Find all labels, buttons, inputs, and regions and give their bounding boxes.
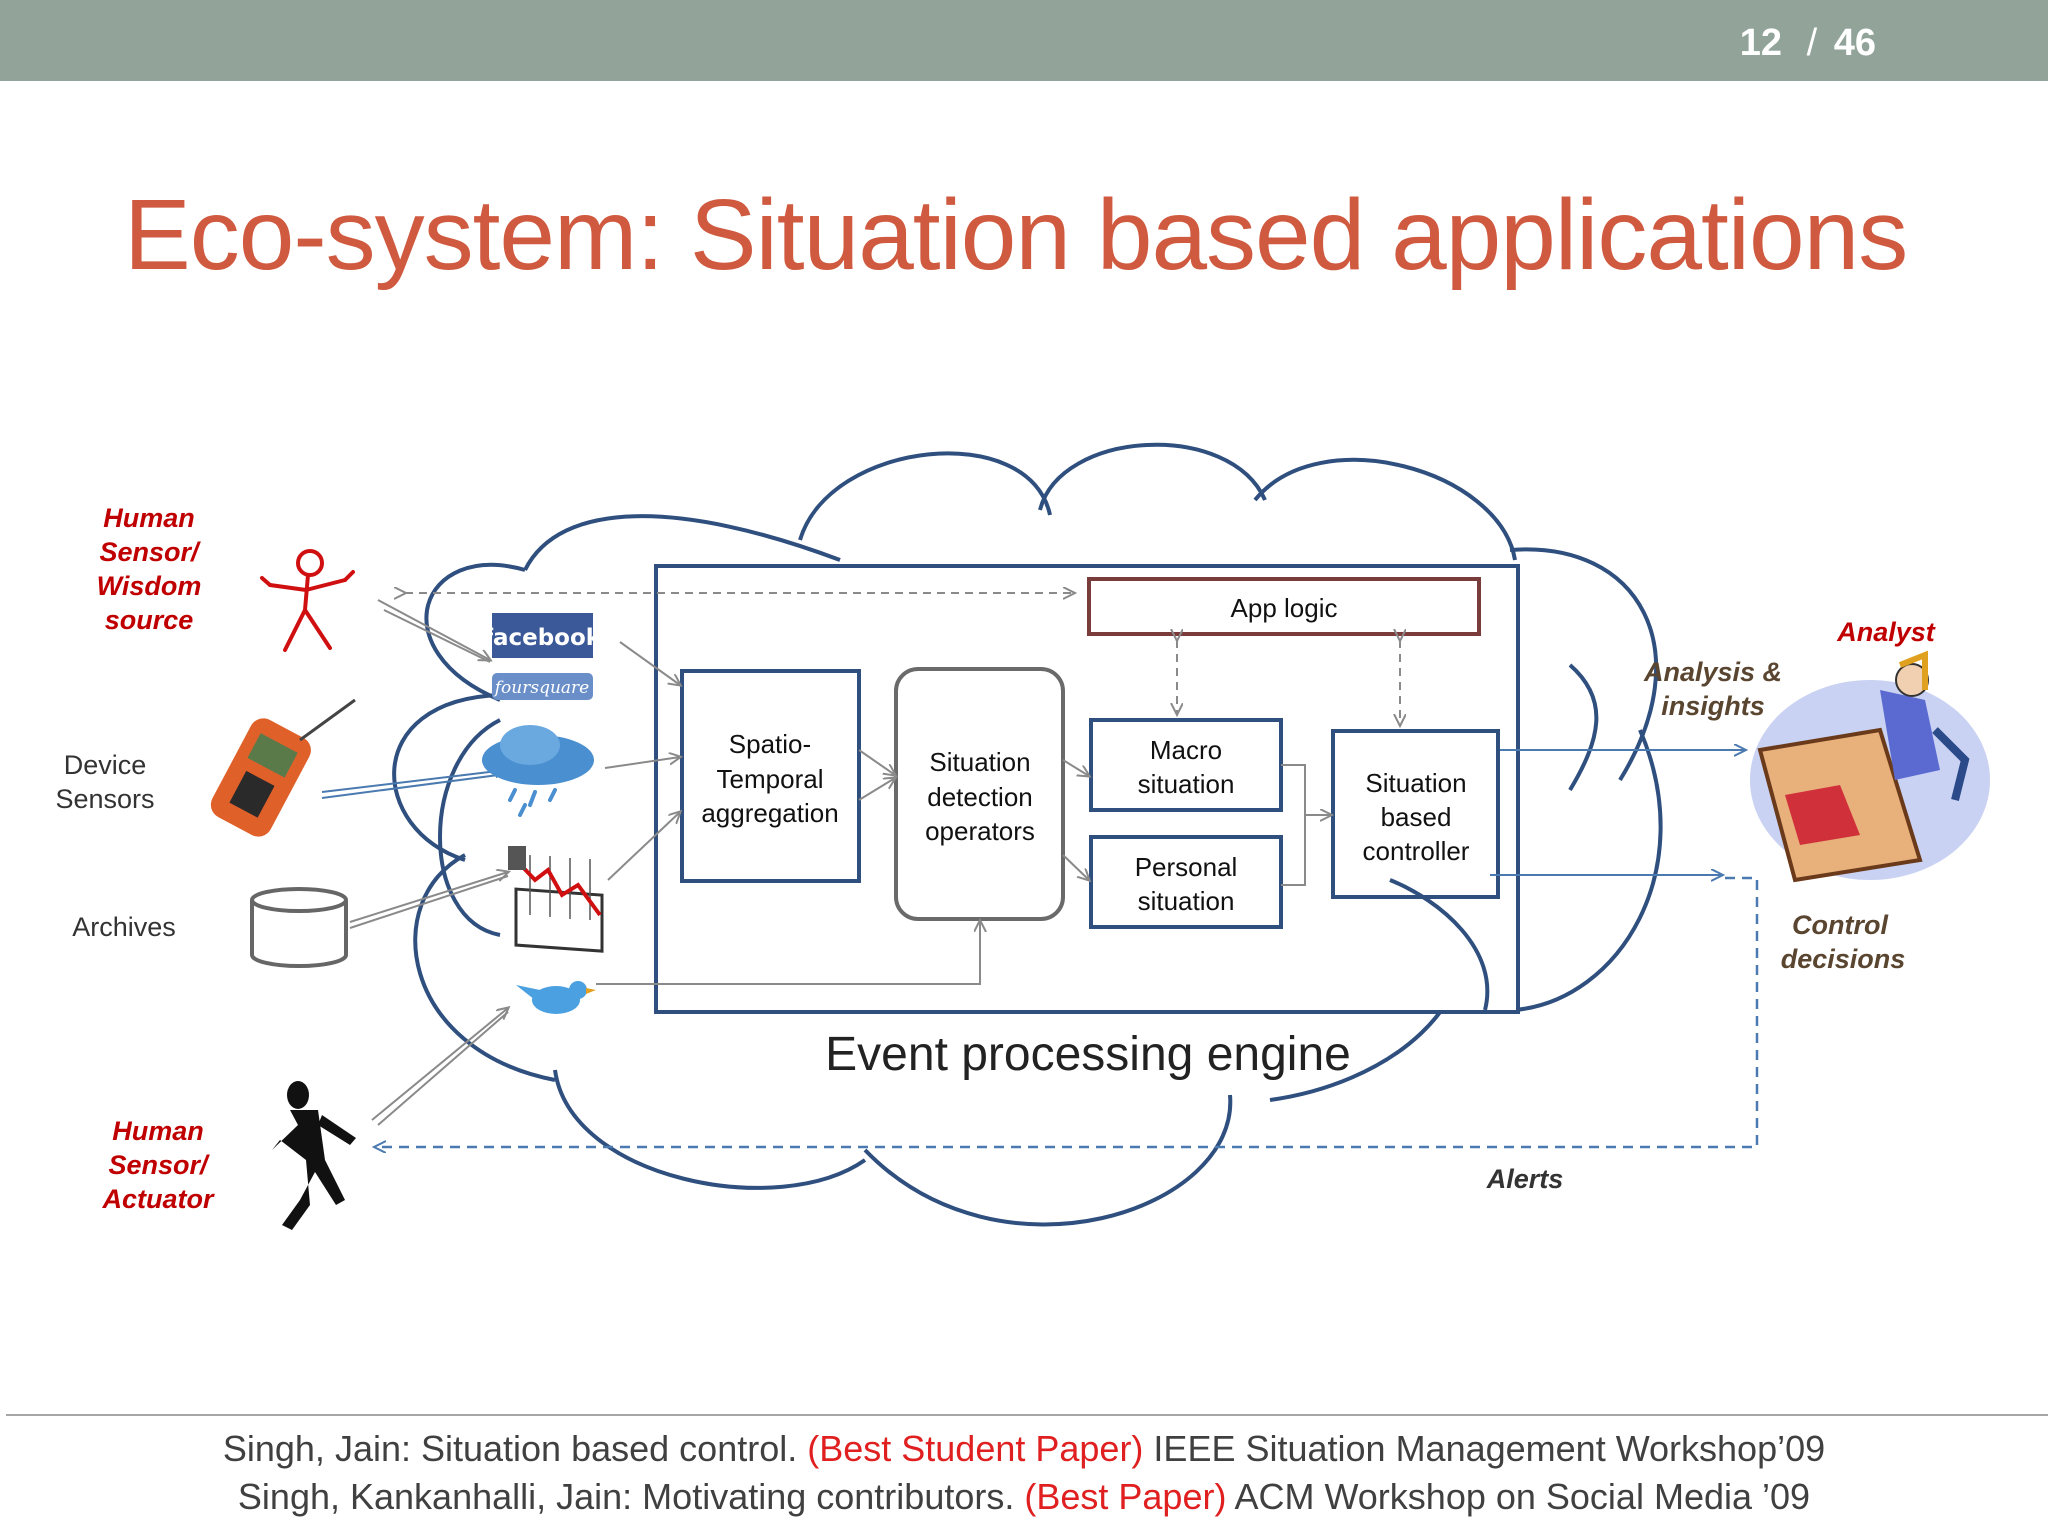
analysis-insights-label-1: Analysis &: [1643, 657, 1782, 687]
stock-chart-icon: [508, 846, 604, 953]
citation-2-venue: ACM Workshop on Social Media ’09: [1226, 1476, 1811, 1517]
macro-label-1: Macro: [1150, 735, 1222, 765]
citation-2-award: (Best Paper): [1024, 1476, 1227, 1517]
cloud-overlap-arc: [1389, 878, 1490, 1011]
foursquare-logo-text: foursquare: [493, 678, 589, 698]
human-wisdom-label-4: source: [105, 605, 194, 635]
running-man-icon: [272, 1081, 356, 1230]
human-actuator-label-3: Actuator: [101, 1184, 214, 1214]
human-actuator-label-1: Human: [112, 1116, 204, 1146]
human-wisdom-label-2: Sensor/: [99, 537, 201, 567]
citation-1-text: Singh, Jain: Situation based control.: [222, 1428, 808, 1469]
facebook-logo-text: facebook: [483, 625, 602, 651]
analysis-insights-label-2: insights: [1661, 691, 1765, 721]
spatio-label-3: aggregation: [701, 798, 838, 828]
citation-1-venue: IEEE Situation Management Workshop’09: [1143, 1428, 1826, 1469]
personal-situation-box: [1089, 835, 1283, 929]
detection-label-2: detection: [927, 782, 1033, 812]
human-wisdom-label-3: Wisdom: [97, 571, 202, 601]
cloud-shape: [392, 442, 1663, 1227]
twitter-bird-icon: [516, 981, 596, 1014]
citation-1-award: (Best Student Paper): [807, 1428, 1144, 1469]
stick-figure-icon: [260, 549, 355, 652]
device-sensors-label-1: Device: [64, 750, 147, 780]
app-logic-box: [1087, 577, 1481, 636]
page-total: 46: [1833, 22, 1876, 64]
macro-label-2: situation: [1138, 769, 1235, 799]
citation-2-text: Singh, Kankanhalli, Jain: Motivating con…: [237, 1476, 1025, 1517]
control-decisions-label-1: Control: [1792, 910, 1888, 940]
analyst-label: Analyst: [1836, 617, 1936, 647]
output-arrows: [1490, 750, 1745, 875]
situation-controller-box: [1331, 729, 1500, 899]
alerts-dashed-line: [375, 876, 1759, 1147]
citation-2: Singh, Kankanhalli, Jain: Motivating con…: [0, 1476, 2048, 1518]
app-logic-label: App logic: [1231, 593, 1338, 623]
human-wisdom-label-1: Human: [103, 503, 195, 533]
spatio-label-1: Spatio-: [729, 729, 811, 759]
page-separator: /: [1806, 22, 1818, 64]
controller-label-2: based: [1381, 802, 1452, 832]
weather-cloud-icon: [482, 725, 594, 817]
device-sensor-icon: [210, 698, 356, 837]
personal-label-2: situation: [1138, 886, 1235, 916]
page-indicator: 12 / 46: [1740, 22, 1876, 65]
spatio-temporal-box: [680, 669, 861, 883]
slide-title: Eco-system: Situation based applications: [124, 179, 1908, 291]
page-current: 12: [1739, 22, 1783, 64]
archives-label: Archives: [72, 912, 176, 942]
device-arrow: [321, 770, 506, 799]
personal-label-1: Personal: [1135, 852, 1238, 882]
detection-label-1: Situation: [929, 747, 1030, 777]
alerts-label: Alerts: [1486, 1164, 1564, 1194]
device-sensors-label-2: Sensors: [55, 784, 154, 814]
source-arrows: [349, 599, 508, 1126]
control-decisions-label-2: decisions: [1781, 944, 1906, 974]
detection-label-3: operators: [925, 816, 1035, 846]
engine-label: Event processing engine: [825, 1028, 1351, 1081]
footer-divider: [6, 1414, 2048, 1416]
human-actuator-label-2: Sensor/: [108, 1150, 210, 1180]
internal-arrows: [596, 641, 1331, 985]
facebook-logo: facebook: [483, 613, 602, 658]
spatio-label-2: Temporal: [717, 764, 824, 794]
analyst-illustration-icon: [1750, 650, 1990, 883]
foursquare-logo: foursquare: [492, 673, 593, 700]
controller-label-1: Situation: [1365, 768, 1466, 798]
controller-label-3: controller: [1363, 836, 1470, 866]
citation-1: Singh, Jain: Situation based control. (B…: [0, 1428, 2048, 1470]
header-bar: 12 / 46: [0, 0, 2048, 81]
app-logic-dashed-arrows: [405, 593, 1400, 725]
database-icon: [250, 887, 348, 968]
